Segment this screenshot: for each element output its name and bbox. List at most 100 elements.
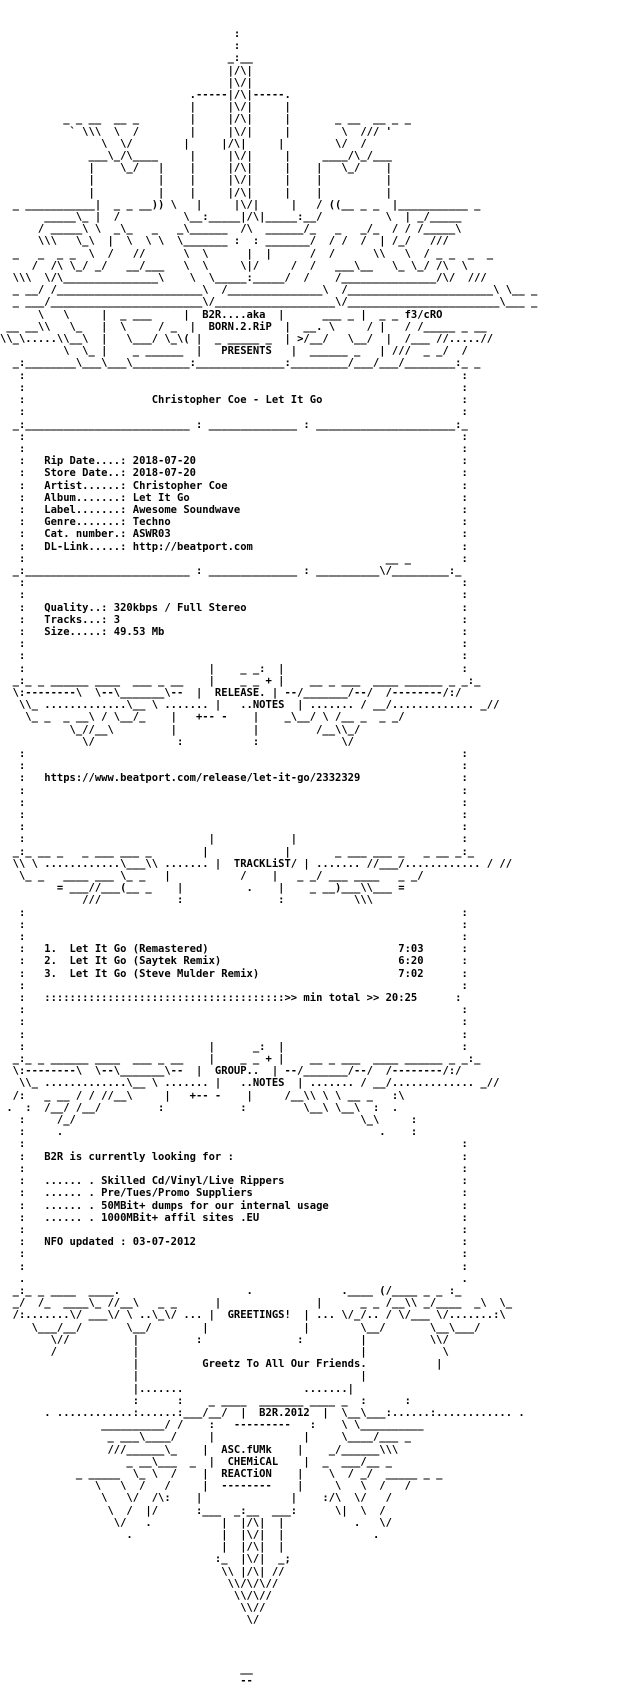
nfo-line: : https://www.beatport.com/release/let-i… bbox=[0, 772, 468, 785]
nfo-line: : ...... . Pre/Tues/Promo Suppliers : bbox=[0, 1187, 468, 1200]
nfo-line: : : bbox=[0, 430, 468, 443]
nfo-line: : : bbox=[0, 906, 468, 919]
nfo-line: \_ _ _ __\ / \__/_ | +-- - | _\__/ \ /__… bbox=[0, 711, 405, 724]
nfo-line: _ ___\____/ | | \____/___ _ bbox=[0, 1431, 411, 1444]
nfo-line: : 2. Let It Go (Saytek Remix) 6:20 : bbox=[0, 955, 468, 968]
nfo-line: \ \/ | |/\| | \/ / bbox=[0, 137, 367, 150]
nfo-line: / _____\ \ _\_ _ _\______ /\ ______/_ _ … bbox=[0, 223, 462, 236]
nfo-line: : Quality..: 320kbps / Full Stereo : bbox=[0, 601, 468, 614]
nfo-line: _:__ bbox=[0, 52, 253, 65]
nfo-line: _/ /_ ____\_ //__\ _ _ | | _ _ /__\\ _/_… bbox=[0, 1297, 513, 1310]
nfo-line: : : bbox=[0, 784, 468, 797]
nfo-line: _:_ _ ____ ____. . .____ (/____ _ _ :_ bbox=[0, 1284, 462, 1297]
nfo-line: \\\ \_\ | \ \ \ \_______ : : _______/ / … bbox=[0, 235, 449, 248]
nfo-line: \/ . | |/\| | . \/ bbox=[0, 1516, 392, 1529]
nfo-line: : ...... . Skilled Cd/Vinyl/Live Rippers… bbox=[0, 1175, 468, 1188]
nfo-line: \// | : : | \\/ bbox=[0, 1333, 449, 1346]
nfo-line: \ \ / / | -------- | \ \ / / bbox=[0, 1480, 411, 1493]
nfo-line: : | _ _: | : bbox=[0, 662, 468, 675]
nfo-line: _ ___/________________________\/________… bbox=[0, 296, 538, 309]
nfo-line: : NFO updated : 03-07-2012 : bbox=[0, 1236, 468, 1249]
nfo-line: ///______\_ | ASC.fUMk | _/______\\\ bbox=[0, 1443, 399, 1456]
nfo-line: | |/\| | bbox=[0, 1541, 285, 1554]
nfo-line: : : bbox=[0, 747, 468, 760]
nfo-line: \\ \ ............\___\\ ....... | TRACKL… bbox=[0, 857, 513, 870]
nfo-line: _:_ _ ______ ____ ___ _ __ | _ _ + | __ … bbox=[0, 674, 481, 687]
nfo-line: /:.......\/ ___\/ \ ..\_\/ ... | GREETIN… bbox=[0, 1309, 506, 1322]
nfo-line: : : bbox=[0, 760, 468, 773]
nfo-line: : __ _ : bbox=[0, 552, 468, 565]
nfo-line: / /\ \_/ _/ __/___ \ \ \|/ / / ___\__ \_… bbox=[0, 259, 468, 272]
nfo-line: : 3. Let It Go (Steve Mulder Remix) 7:02… bbox=[0, 967, 468, 980]
nfo-line: : : bbox=[0, 1248, 468, 1261]
nfo-line: : : bbox=[0, 1260, 468, 1273]
nfo-line: : : bbox=[0, 1138, 468, 1151]
nfo-line: : : bbox=[0, 1028, 468, 1041]
nfo-line: \:--------\ \--\_______\-- | GROUP.. | -… bbox=[0, 1065, 462, 1078]
nfo-line: ` \\\ \ / | |\/| | \ /// ' bbox=[0, 125, 392, 138]
nfo-line: : : bbox=[0, 931, 468, 944]
nfo-line: | \_/ | | |/\| | | \_/ | bbox=[0, 162, 392, 175]
nfo-line: : : bbox=[0, 918, 468, 931]
nfo-line: \:--------\ \--\_______\-- | RELEASE. | … bbox=[0, 686, 462, 699]
nfo-line: \\ |/\| // bbox=[0, 1565, 285, 1578]
nfo-line: : : bbox=[0, 406, 468, 419]
nfo-line: : : bbox=[0, 979, 468, 992]
nfo-line: : : bbox=[0, 796, 468, 809]
nfo-line: : Rip Date....: 2018-07-20 : bbox=[0, 455, 468, 468]
nfo-line: \\_ .............\__ \ ....... | ..NOTES… bbox=[0, 699, 500, 712]
nfo-line: \___/__/ \__/ | | \__/ \__\___/ bbox=[0, 1321, 481, 1334]
nfo-line: __ __\\ \_ | \ / _ | BORN.2.RiP | __. \ … bbox=[0, 320, 487, 333]
nfo-line: . ............:......:___/__/ | B2R.2012… bbox=[0, 1406, 525, 1419]
nfo-line: \ / |/ :___ _:__ ___: \| \ / bbox=[0, 1504, 386, 1517]
nfo-line bbox=[0, 1639, 632, 1651]
nfo-line: \ \ | _ ___ | B2R....aka | ___ _ | _ _ f… bbox=[0, 308, 443, 321]
nfo-line: \\\ \/\_______________\ \ \_____:_____/ … bbox=[0, 272, 487, 285]
nfo-line: \ \/ /\: | | :/\ \/ / bbox=[0, 1492, 392, 1505]
nfo-line: = ___//___(__ _ | . | _ __)___\\___ = bbox=[0, 882, 405, 895]
nfo-line: : DL-Link.....: http://beatport.com : bbox=[0, 540, 468, 553]
nfo-line: : : bbox=[0, 821, 468, 834]
nfo-line: : Cat. number.: ASWR03 : bbox=[0, 528, 468, 541]
nfo-line: \\/\// bbox=[0, 1590, 272, 1602]
nfo-line: : : bbox=[0, 1004, 468, 1017]
nfo-line: | | bbox=[0, 1370, 367, 1383]
nfo-line: : : bbox=[0, 381, 468, 394]
nfo-line: | | | |\/| | | | bbox=[0, 174, 392, 187]
nfo-line: \\_\.....\\__\ | \___/ \_\( | _ _____ _ … bbox=[0, 333, 494, 346]
nfo-line: : Tracks...: 3 : bbox=[0, 613, 468, 626]
nfo-line: /: _ __ / / //__\ | +-- - | /__\\ \ \ __… bbox=[0, 1089, 405, 1102]
nfo-line: :_ |\/| _; bbox=[0, 1553, 291, 1566]
nfo-line: \/ : : \/ bbox=[0, 735, 355, 748]
nfo-line: : : bbox=[0, 809, 468, 821]
nfo-line: _ ___________| _ _ __)) \ | |\/| | / ((_… bbox=[0, 198, 481, 211]
nfo-line: : | | : bbox=[0, 833, 468, 846]
nfo-line: : : bbox=[0, 1016, 468, 1029]
nfo-line: : | _: | : bbox=[0, 1040, 468, 1053]
nfo-line: ___\_/\____ | |\/| | ____/\_/___ bbox=[0, 150, 392, 163]
nfo-line: \/ bbox=[0, 1614, 260, 1627]
nfo-line: | | | |/\| | | | bbox=[0, 186, 392, 199]
nfo-line: _:_ _ ______ ____ ___ _ __ | _ _ + | __ … bbox=[0, 1053, 481, 1066]
nfo-line: : : bbox=[0, 369, 468, 382]
nfo-line: : 1. Let It Go (Remastered) 7:03 : bbox=[0, 943, 468, 956]
nfo-line: | |\/| | bbox=[0, 101, 291, 114]
nfo-line: . : /__/ /__/ : : \__\ \__\ : . bbox=[0, 1101, 399, 1114]
nfo-line: : Genre.......: Techno : bbox=[0, 516, 468, 529]
nfo-line: : ...... . 1000MBit+ affil sites .EU : bbox=[0, 1211, 468, 1224]
nfo-line: : /_/ \_\ : bbox=[0, 1114, 418, 1127]
nfo-line: _ __/ /_______________________\ /_______… bbox=[0, 284, 538, 297]
nfo-line: \\// bbox=[0, 1602, 266, 1615]
nfo-line: : : bbox=[0, 589, 468, 602]
nfo-line: | Greetz To All Our Friends. | bbox=[0, 1358, 443, 1371]
nfo-line: _ __\___ _ | CHEMiCAL | _ ___/__ _ bbox=[0, 1455, 392, 1468]
nfo-line: -- bbox=[0, 1675, 253, 1688]
nfo-line: _____\_ | / \__:_____|/\|_____:__/ \ | _… bbox=[0, 211, 462, 224]
nfo-line bbox=[0, 1627, 632, 1639]
nfo-line: __ bbox=[0, 1663, 253, 1676]
nfo-line: : Label.......: Awesome Soundwave : bbox=[0, 503, 468, 516]
nfo-line: / | | \ bbox=[0, 1345, 449, 1358]
nfo-line: : Size.....: 49.53 Mb : bbox=[0, 625, 468, 638]
nfo-line: : bbox=[0, 40, 241, 53]
